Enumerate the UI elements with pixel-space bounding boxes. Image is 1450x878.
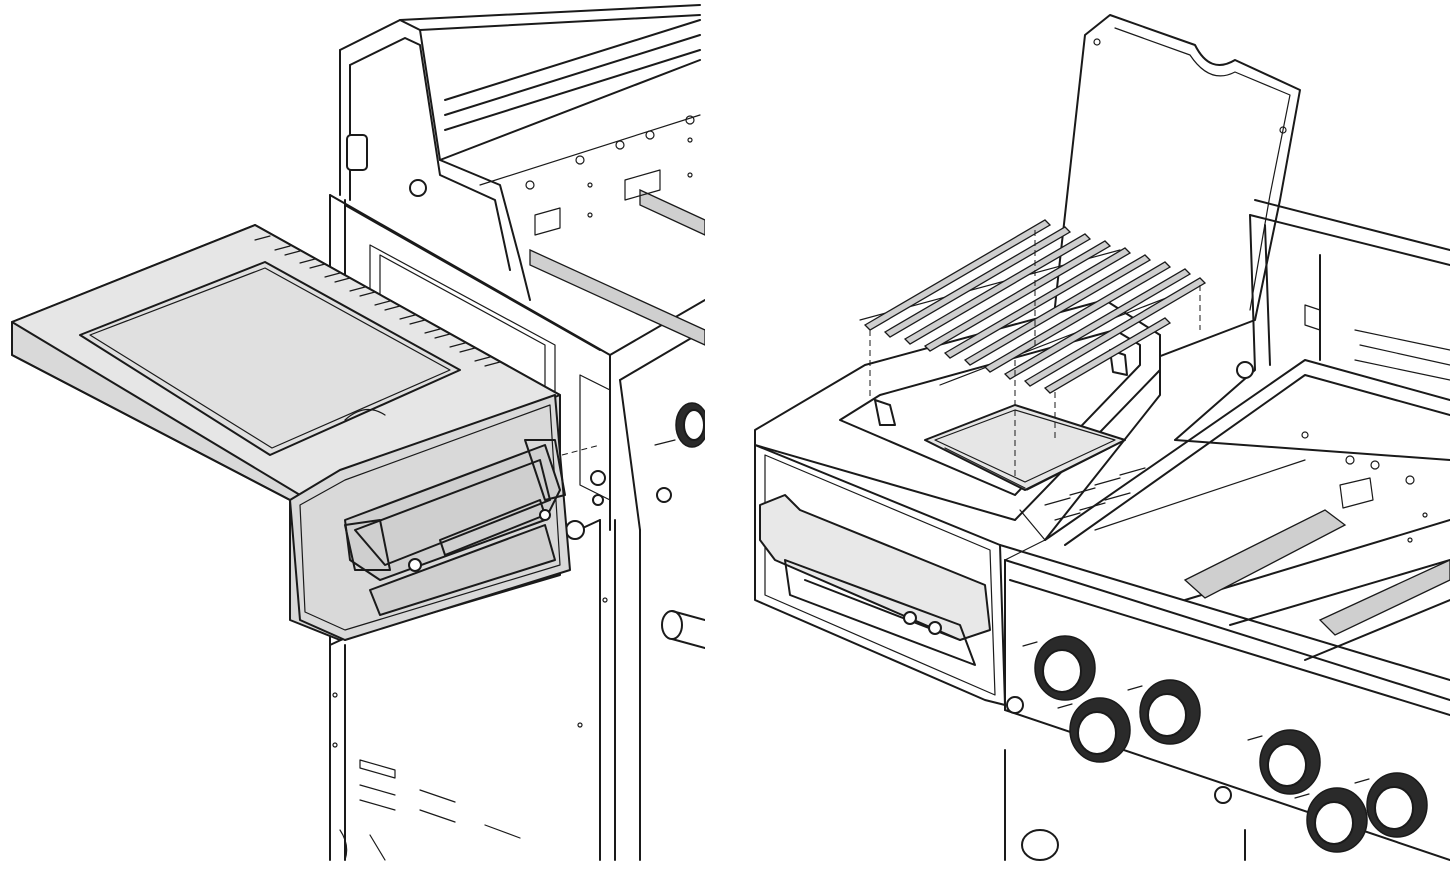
control-knobs: [1022, 635, 1428, 853]
main-grill-control-panel: [999, 544, 1450, 861]
grate-rod: [923, 240, 1112, 352]
grate-rod: [903, 233, 1092, 345]
right-panel: [745, 0, 1450, 878]
grate-rod: [883, 226, 1072, 338]
side-burner-vents: [1044, 467, 1146, 521]
control-knob: [1354, 772, 1428, 838]
grate-rod: [963, 254, 1152, 366]
main-burner-tube: [1318, 559, 1450, 636]
left-panel: [0, 0, 705, 878]
grate-rod: [1043, 317, 1172, 394]
control-knob: [1057, 697, 1131, 763]
control-knob: [1294, 787, 1368, 853]
control-knob: [1127, 679, 1201, 745]
burner-tube-left-1: [529, 248, 705, 346]
control-knob: [1247, 729, 1321, 795]
side-burner-body: [754, 299, 1161, 561]
shelf-handle: [344, 439, 566, 616]
right-panel-drawing: [754, 14, 1450, 861]
main-grill-firebox: [1044, 199, 1450, 661]
grate-rod: [1023, 277, 1207, 387]
side-burner-head: [924, 404, 1126, 491]
side-burner-grate: [859, 219, 1207, 480]
side-burner-front: [754, 444, 1006, 711]
main-burner-tube: [1183, 509, 1347, 599]
burner-tube-left-2: [639, 188, 705, 236]
grate-rod: [1003, 268, 1192, 380]
warming-rack-frame: [339, 4, 705, 346]
grate-rod: [983, 261, 1172, 373]
side-burner-handle: [759, 494, 991, 666]
control-knob: [1022, 635, 1096, 701]
shelf-vent-slots: [254, 235, 501, 367]
left-panel-drawing: [11, 4, 705, 861]
grate-rod: [863, 219, 1052, 331]
grate-rod: [943, 247, 1132, 359]
side-shelf: [11, 224, 601, 641]
